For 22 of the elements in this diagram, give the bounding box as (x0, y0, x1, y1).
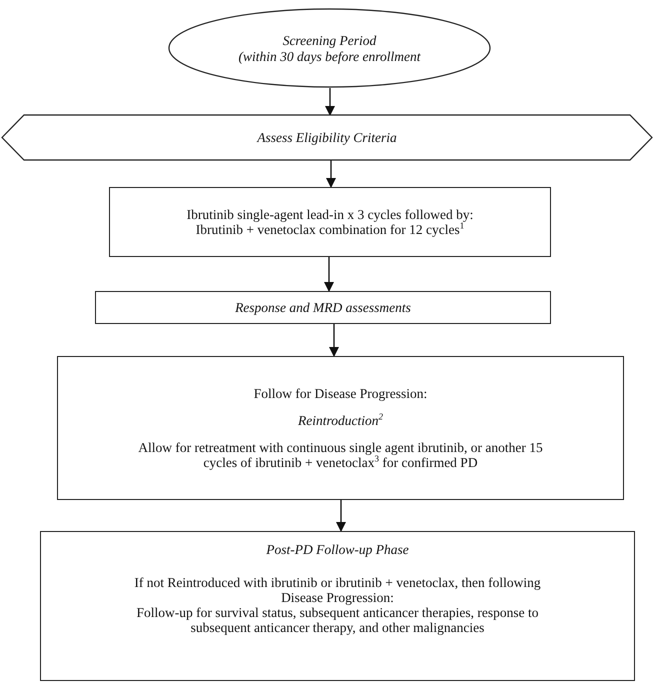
node-text: If not Reintroduced with ibrutinib or ibrutinib + venetoclax, then following Disease Progression: (133, 575, 542, 605)
process-box (95, 291, 551, 324)
arrow (326, 160, 336, 188)
ellipse-node (168, 8, 491, 88)
node-text: Ibrutinib single-agent lead-in x 3 cycles followed by: Ibrutinib + venetoclax combination for 12 cycles$^{1}$ (186, 207, 474, 237)
node-text: Follow-up for survival status, subsequent anticancer therapies, response to subsequent anticancer therapy, and other malignancies (136, 605, 540, 635)
node-text: (within 30 days before enrollment (238, 48, 420, 64)
process-box (109, 187, 551, 257)
arrow (329, 324, 339, 357)
node-text: Assess Eligibility Criteria (257, 130, 397, 145)
node-text: Follow for Disease Progression: (254, 386, 428, 401)
arrow (325, 88, 335, 116)
node-text: Screening Period (282, 32, 376, 48)
node-text: Reintroduction$^{2}$ (298, 413, 383, 428)
node-text: Allow for retreatment with continuous single agent ibrutinib, or another 15 cycles of ibrutinib + venetoclax$^{3}$ for confirmed PD (137, 440, 544, 470)
arrow (336, 500, 346, 532)
node-text: Response and MRD assessments (235, 300, 411, 315)
process-box (57, 356, 624, 500)
arrow (324, 257, 334, 292)
hexagon-box (2, 115, 652, 160)
node-text: Post-PD Follow-up Phase (266, 542, 409, 557)
process-box (40, 531, 635, 681)
